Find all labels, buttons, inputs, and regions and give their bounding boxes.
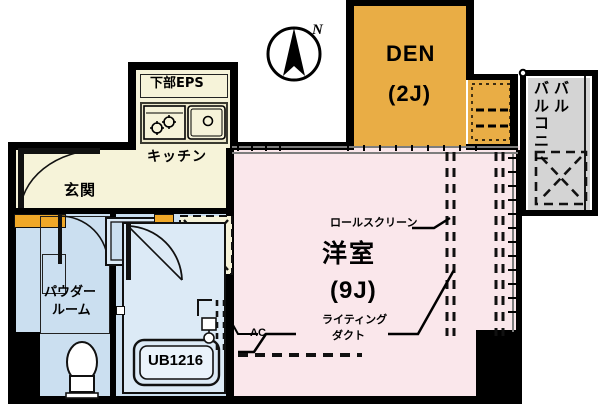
wall-den-left [346, 0, 354, 150]
balcony-rail-line [584, 76, 586, 210]
label-powder-room-line1: パウダー [44, 285, 97, 300]
balcony-hinge-dot [518, 68, 528, 78]
annotation-lighting-duct-2: ダクト [332, 329, 365, 342]
kitchen-sink-icon [187, 105, 226, 140]
wall-balcony-top [520, 70, 598, 76]
balcony-char-b: バ [554, 79, 570, 97]
sash-right-ticks [508, 157, 516, 313]
ac-unit-dashes [215, 300, 226, 352]
wall-kitchen-left [128, 62, 136, 150]
room-balcony-fill [528, 78, 590, 210]
lighting-duct-leader-left [238, 332, 296, 354]
sash-top-inner [232, 152, 518, 154]
wall-bedroom-right [516, 150, 522, 332]
bath-switch-mark [116, 306, 125, 315]
label-unit-bath: UB1216 [148, 352, 204, 369]
compass-rose-icon [266, 26, 322, 82]
wall-left-outer [8, 148, 16, 404]
wall-bottom-bedroom [232, 396, 480, 404]
balcony-char-4: ー [534, 149, 550, 168]
label-balcony-col2: バル [554, 79, 576, 115]
den-louver-marks [471, 83, 511, 141]
balcony-char-1: ル [534, 96, 550, 115]
wall-den-louver-top [466, 74, 518, 80]
label-kitchen: キッチン [147, 149, 207, 165]
powder-room-niche [42, 254, 66, 294]
entrance-swing-door [18, 148, 101, 215]
balcony-drain-pattern [534, 150, 588, 206]
sash-top-outer [232, 146, 518, 148]
powder-room-swing-door [58, 214, 109, 265]
balcony-char-ru: ル [554, 96, 570, 115]
lighting-duct-leader [388, 269, 456, 336]
powder-room-outline [40, 216, 110, 334]
eps-box [140, 74, 228, 98]
label-balcony: バルコニー [534, 79, 556, 168]
column-block-right [476, 330, 522, 404]
annotation-ac: AC [250, 327, 266, 339]
label-entrance: 玄関 [64, 181, 97, 199]
sash-top-ticks [237, 145, 477, 151]
toilet-icon [65, 341, 99, 399]
balcony-char-2: コ [534, 114, 550, 133]
wall-bottom-left [8, 396, 236, 404]
room-entrance-fill [14, 148, 232, 214]
unit-bathtub-icon [132, 338, 221, 387]
balcony-char-3: ニ [534, 132, 550, 151]
wall-powder-right [110, 214, 116, 404]
annotation-roll-screen: ロールスクリーン [330, 216, 418, 229]
bath-fittings-icon [201, 317, 217, 344]
bath-swing-door [126, 224, 183, 281]
gas-stove-icon [143, 105, 186, 140]
label-den: DEN [386, 41, 436, 66]
wall-balcony-bottom [520, 210, 598, 216]
wall-den-right [466, 0, 474, 80]
shaft-block-lower-left [8, 332, 40, 404]
wall-kitchen-right [230, 62, 238, 150]
bath-corner-mark [197, 299, 212, 316]
label-eps: 下部EPS [150, 76, 204, 91]
lighting-duct-dashes [238, 353, 362, 357]
label-bedroom: 洋室 [322, 239, 377, 268]
wall-balcony-outer-right [592, 70, 598, 216]
label-den-size: (2J) [388, 81, 432, 106]
room-bedroom-fill-lower [232, 340, 476, 404]
wall-entrance-top [8, 142, 136, 150]
compass-north-label: N [312, 22, 323, 38]
wall-den-top [346, 0, 474, 6]
label-powder-room-line2: ルーム [52, 303, 91, 318]
wall-powder-top [14, 208, 232, 214]
wall-hall-bedroom [226, 148, 234, 404]
annotation-lighting-duct-1: ライティング [322, 313, 388, 326]
label-bedroom-size: (9J) [330, 277, 377, 304]
room-den-fill [352, 4, 466, 146]
roll-screen-leader [412, 216, 451, 230]
wall-kitchen-top [128, 62, 238, 70]
room-bedroom-fill [232, 146, 522, 362]
wall-balcony-inner-left [520, 70, 526, 216]
wall-den-louver-right [510, 74, 518, 150]
balcony-char-0: バ [534, 79, 550, 97]
den-louver-fill [468, 78, 512, 146]
